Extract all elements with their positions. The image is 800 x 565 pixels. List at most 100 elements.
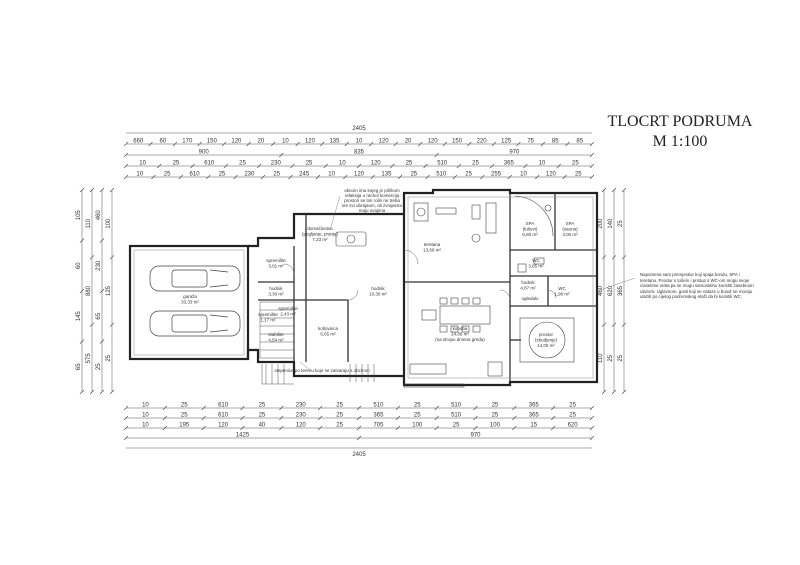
top-dim-row1-label: 10 [282,139,289,145]
right-dim-col3-label: 25 [618,220,624,227]
dim-tick [317,425,323,431]
left-dim-col3-label: 25 [96,363,102,370]
top-dim-row2-label: 970 [509,150,520,156]
bottom-dim-row3-label: 40 [259,423,266,429]
top-dim-ticks [123,141,595,180]
dim-tick [434,425,439,431]
dim-tick [223,163,229,169]
top-dim-row1-label: 220 [477,139,488,145]
dim-tick [356,405,362,411]
dim-tick [323,163,328,169]
annotation-leaders [299,195,636,371]
dim-tick [79,288,85,294]
left-dim-col3-label: 460 [96,210,102,221]
top-dim-row1-label: 120 [231,139,242,145]
shower-icon [514,195,554,273]
dim-tick [109,389,115,395]
dim-tick [123,141,129,147]
dim-tick [151,174,156,180]
door-swings [283,249,557,301]
bottom-dim-row2-label: 25 [181,413,188,419]
dim-tick [201,405,206,411]
dim-tick [317,405,323,411]
top-dim-row3-label: 25 [572,161,579,167]
top-dim-row2-label: 835 [354,150,365,156]
bottom-dim-row1-label: 25 [414,403,421,409]
dim-tick [393,141,399,147]
dim-tick [473,415,478,421]
top-dim-row2-label: 900 [199,150,210,156]
dim-tick [79,238,85,243]
top-dim-row4-label: 25 [164,172,171,178]
dim-tick [99,288,105,294]
top-dim-row4-label: 610 [190,172,201,178]
dim-tick [589,152,595,158]
dim-tick [162,425,168,431]
dim-tick [491,141,497,147]
bottom-dim-row2-label: 10 [142,413,149,419]
top-dim-row4-label: 10 [520,172,527,178]
dim-tick [452,174,458,180]
dim-tick [79,187,85,193]
dim-tick [467,141,472,147]
bottom-dim-row3-label: 25 [453,423,460,429]
dim-tick [589,174,595,180]
top-dim-row3-label: 10 [539,161,546,167]
dim-tick [109,322,115,327]
dim-tick [295,141,300,147]
right-dim-col2-label: 25 [608,354,614,361]
dim-tick [473,425,478,431]
bottom-dim-row2-label: 365 [373,413,384,419]
dim-tick [290,163,295,169]
dim-tick [434,152,439,158]
dim-tick [178,174,184,180]
dim-tick [550,425,556,431]
dim-tick [601,322,607,327]
car-icon [149,310,241,337]
dim-tick [123,163,129,169]
right-dim-col1-label: 460 [598,285,604,296]
dim-tick [123,174,129,180]
drawing-title-line1: TLOCRT PODRUMA [607,113,753,130]
top-dim-row3-label: 25 [173,161,180,167]
top-dim-row4-label: 245 [299,172,310,178]
bottom-dim-row3-label: 705 [373,423,384,429]
top-dim-row3-label: 25 [406,161,413,167]
dim-tick [589,405,595,411]
dim-tick [148,141,153,147]
bottom-dim-row4-label: 1425 [236,433,250,439]
bottom-dim-row3-label: 120 [296,423,307,429]
dim-tick [621,187,627,193]
top-dim-row1-label: 135 [329,139,340,145]
dim-tick [197,141,202,147]
dim-tick [356,435,362,441]
dim-tick [534,174,540,180]
dim-tick [356,425,362,431]
left-dim-col2-label: 110 [86,218,92,228]
top-dim-row4-label: 120 [354,172,365,178]
dim-tick [395,405,401,411]
dim-tick [589,435,595,441]
dim-tick [79,339,85,344]
dim-tick [369,141,374,147]
top-dim-row1-label: 20 [405,139,412,145]
dim-tick [556,163,561,169]
top-dim-row3-label: 120 [371,161,382,167]
room-label-prostor: prostor(zbudjenje)14,00 m² [535,332,558,348]
top-dim-row1-label: 660 [133,139,144,145]
bottom-dim-row4-label: 970 [470,433,481,439]
left-dim-col4-label: 125 [106,285,112,296]
left-dim-col1-label: 60 [76,262,82,269]
top-dim-row1-label: 150 [207,139,218,145]
dim-tick [221,141,227,147]
dim-tick [611,322,617,327]
bottom-dim-row3-label: 25 [336,423,343,429]
dim-tick [516,141,521,147]
